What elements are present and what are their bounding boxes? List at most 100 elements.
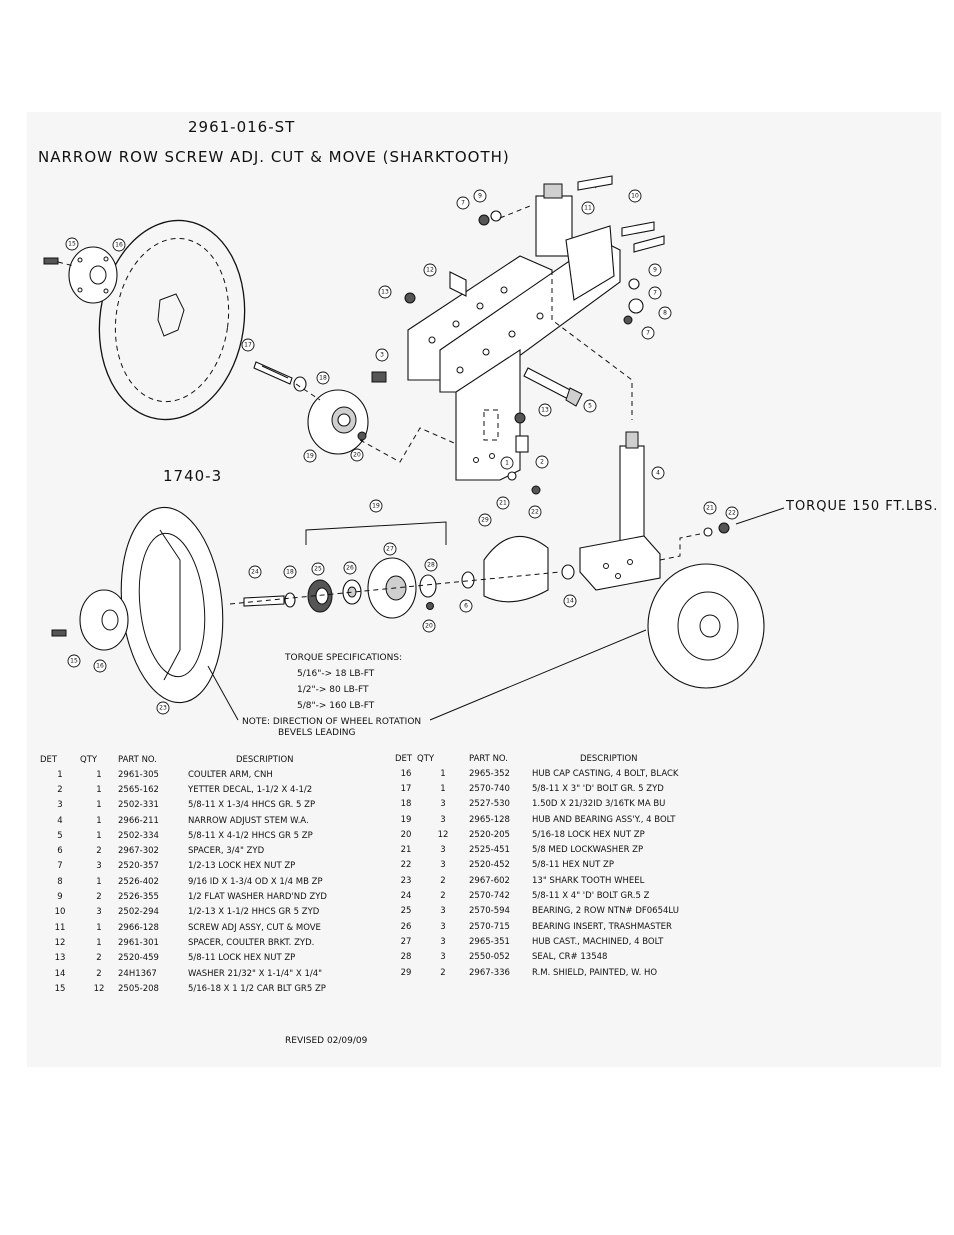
revision-date: REVISED 02/09/09 <box>285 1036 368 1046</box>
cell-part-no: 2502-331 <box>118 800 159 811</box>
balloon-16-upper: 16 <box>112 238 126 252</box>
header-description: DESCRIPTION <box>236 754 294 765</box>
cell-description: HUB CAST., MACHINED, 4 BOLT <box>532 936 664 947</box>
svg-text:13: 13 <box>381 289 389 296</box>
cell-det: 20 <box>400 829 412 840</box>
svg-text:17: 17 <box>244 342 252 349</box>
cell-qty: 2 <box>440 875 446 886</box>
cell-part-no: 2502-334 <box>118 830 159 841</box>
balloon-15-lower: 15 <box>67 654 81 668</box>
cell-description: 1/2-13 LOCK HEX NUT ZP <box>188 861 296 872</box>
svg-text:24: 24 <box>251 569 259 576</box>
svg-text:21: 21 <box>499 500 507 507</box>
svg-text:16: 16 <box>115 242 123 249</box>
cell-qty: 3 <box>440 860 446 871</box>
hub-assembly-upper <box>307 389 369 455</box>
cell-qty: 12 <box>437 829 449 840</box>
bolt-17 <box>253 361 293 385</box>
cell-description: 5/8 MED LOCKWASHER ZP <box>532 845 644 856</box>
washer-14 <box>561 564 575 580</box>
torque-spec-row: 1/2"-> 80 LB-FT <box>297 685 369 695</box>
cell-part-no: 2520-205 <box>469 829 510 840</box>
cell-qty: 1 <box>440 768 446 779</box>
cell-det: 18 <box>400 799 412 810</box>
table-row: 20 12 2520-205 5/16-18 LOCK HEX NUT ZP <box>395 827 780 842</box>
balloon-14: 14 <box>563 594 577 608</box>
spacer-12 <box>449 271 467 297</box>
balloon-10: 10 <box>628 189 642 203</box>
svg-text:23: 23 <box>159 705 167 712</box>
bearing-25 <box>307 579 333 613</box>
header-part-no: PART NO. <box>118 754 157 765</box>
cell-qty: 3 <box>440 845 446 856</box>
balloon-18-lower: 18 <box>283 565 297 579</box>
washer-18-lower <box>284 592 296 608</box>
balloon-11: 11 <box>581 201 595 215</box>
cell-qty: 12 <box>93 983 105 994</box>
cell-part-no: 24H1367 <box>118 968 157 979</box>
cell-det: 5 <box>57 830 63 841</box>
balloon-28: 28 <box>424 558 438 572</box>
lockwasher-21-upper <box>507 471 517 481</box>
cell-qty: 3 <box>96 861 102 872</box>
cell-description: R.M. SHIELD, PAINTED, W. HO <box>532 967 658 978</box>
table-header-row: DET QTY PART NO. DESCRIPTION <box>40 752 436 767</box>
cell-det: 17 <box>400 783 412 794</box>
shark-tooth-wheel-left <box>120 506 224 704</box>
svg-text:1: 1 <box>505 460 509 467</box>
cell-qty: 3 <box>440 799 446 810</box>
svg-text:13: 13 <box>541 407 549 414</box>
cell-description: 5/16-18 LOCK HEX NUT ZP <box>532 829 645 840</box>
cell-det: 27 <box>400 936 412 947</box>
svg-text:6: 6 <box>464 603 468 610</box>
cell-description: COULTER ARM, CNH <box>188 769 273 780</box>
adjust-stem-4 <box>579 431 661 591</box>
bolt-24 <box>243 595 285 607</box>
carriage-bolt-lower <box>51 629 67 637</box>
cell-part-no: 2526-355 <box>118 892 159 903</box>
cell-det: 9 <box>57 892 63 903</box>
cell-description: NARROW ADJUST STEM W.A. <box>188 815 309 826</box>
torque-spec-row: 5/8"-> 160 LB-FT <box>297 701 375 711</box>
cell-part-no: 2527-530 <box>469 799 510 810</box>
cell-det: 22 <box>400 860 412 871</box>
cell-det: 19 <box>400 814 412 825</box>
svg-text:22: 22 <box>728 510 736 517</box>
cell-description: 9/16 ID X 1-3/4 OD X 1/4 MB ZP <box>188 876 323 887</box>
balloon-21-upper: 21 <box>496 496 510 510</box>
svg-text:12: 12 <box>426 267 434 274</box>
table-header-row: DET QTY PART NO. DESCRIPTION <box>395 751 780 766</box>
balloon-9-right: 9 <box>648 263 662 277</box>
cell-description: WASHER 21/32" X 1-1/4" X 1/4" <box>188 968 323 979</box>
cell-det: 15 <box>54 983 66 994</box>
svg-text:8: 8 <box>663 310 667 317</box>
cell-description: SPACER, 3/4" ZYD <box>188 846 265 857</box>
cell-part-no: 2967-602 <box>469 875 510 886</box>
balloon-13-upper: 13 <box>378 285 392 299</box>
cell-part-no: 2565-162 <box>118 784 159 795</box>
decal-2 <box>515 435 529 453</box>
cell-description: 5/16-18 X 1 1/2 CAR BLT GR5 ZP <box>188 983 326 994</box>
svg-text:20: 20 <box>353 452 361 459</box>
shark-tooth-wheel-right <box>647 563 765 689</box>
balloon-8: 8 <box>658 306 672 320</box>
cell-part-no: 2965-351 <box>469 936 510 947</box>
nuts-washers-top <box>404 210 502 304</box>
bolt-5 <box>523 367 583 407</box>
cell-part-no: 2966-128 <box>118 922 159 933</box>
cell-description: 5/8-11 X 3" 'D' BOLT GR. 5 ZYD <box>532 783 664 794</box>
hex-nut-22-upper <box>531 485 541 495</box>
cell-part-no: 2570-742 <box>469 891 510 902</box>
coulter-disc <box>98 219 246 421</box>
cell-qty: 2 <box>440 891 446 902</box>
part-number: 2961-016-ST <box>188 118 296 136</box>
balloon-19-upper: 19 <box>303 449 317 463</box>
cell-qty: 3 <box>440 906 446 917</box>
bolt-3 <box>371 371 387 383</box>
cell-part-no: 2570-715 <box>469 921 510 932</box>
